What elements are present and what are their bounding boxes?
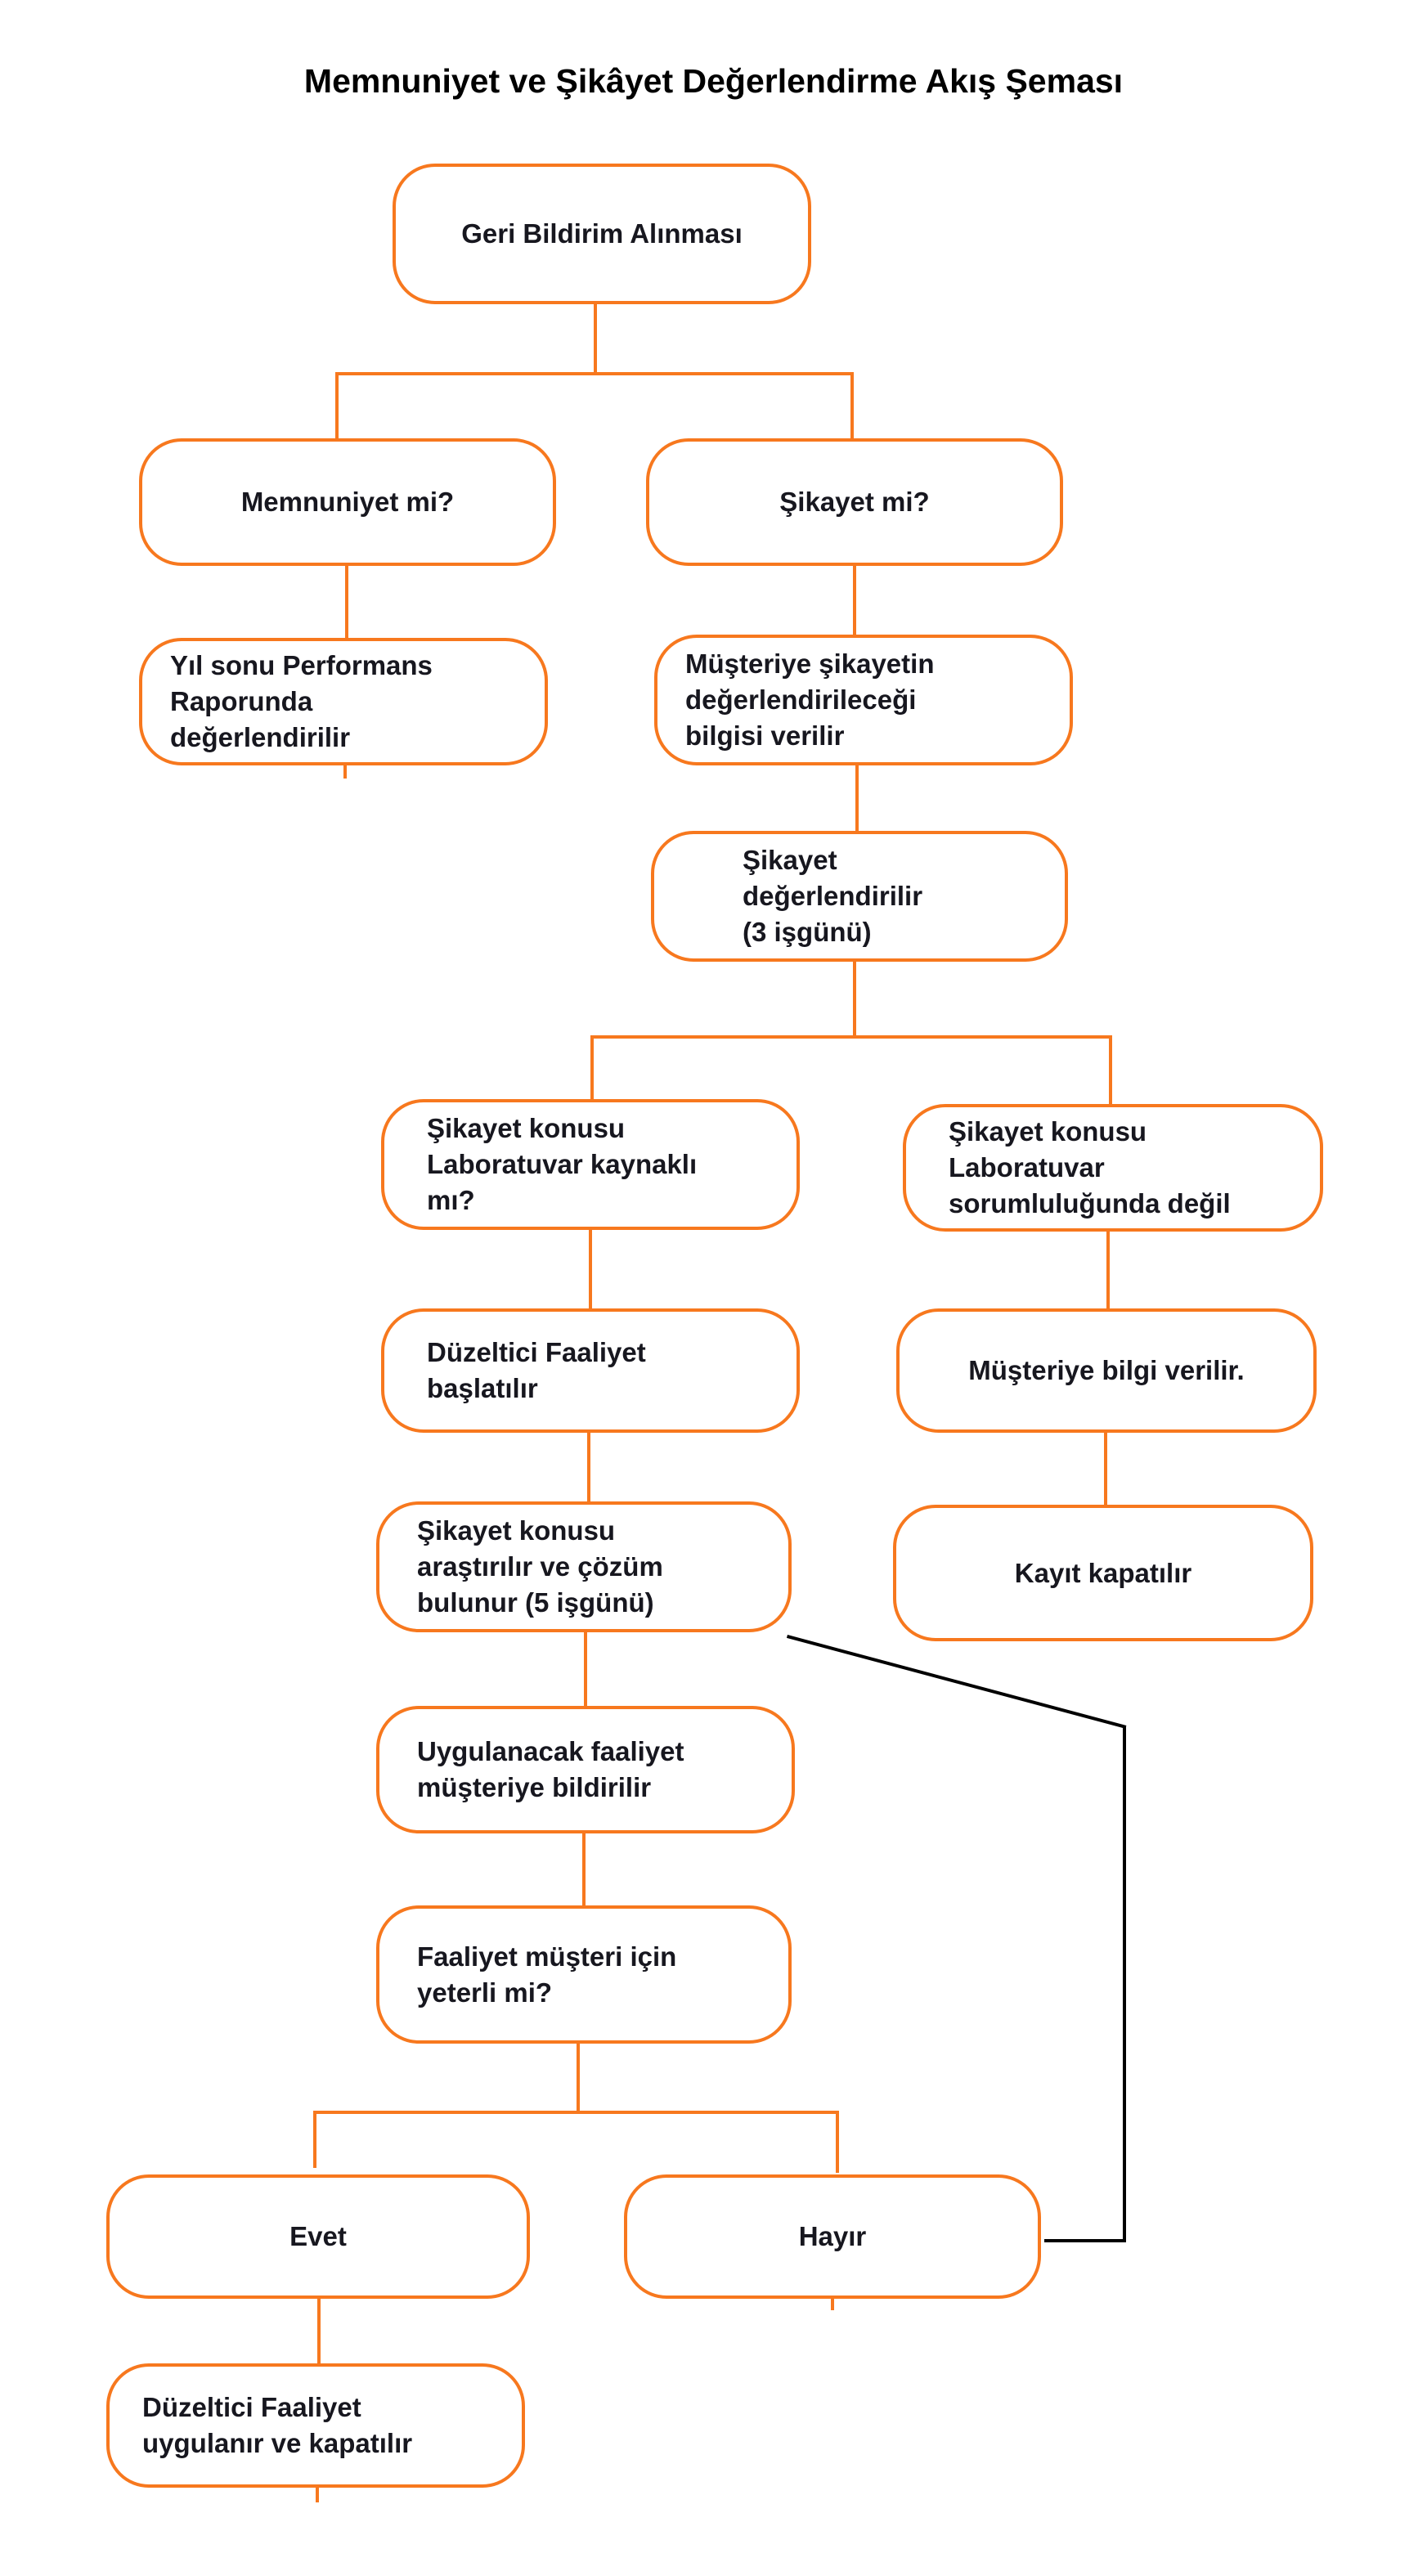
node-sikayet-mi: Şikayet mi? <box>646 438 1063 566</box>
node-label: Geri Bildirim Alınması <box>461 218 743 249</box>
connector-sorumluluk-down <box>1106 1232 1110 1308</box>
node-yil-sonu-performans: Yıl sonu Performans Raporunda değerlendi… <box>139 638 548 765</box>
node-label: Düzeltici Faaliyet başlatılır <box>427 1337 646 1403</box>
node-faaliyet-yeterli-mi: Faaliyet müşteri için yeterli mi? <box>376 1905 792 2044</box>
connector-d-down <box>853 962 856 1035</box>
node-label: Düzeltici Faaliyet uygulanır ve kapatılı… <box>142 2392 413 2458</box>
connector-evet-down <box>317 2299 321 2363</box>
connector-kaynakli-down <box>589 1230 592 1308</box>
node-label: Evet <box>289 2221 347 2251</box>
node-laboratuvar-kaynakli-mi: Şikayet konusu Laboratuvar kaynaklı mı? <box>381 1099 800 1230</box>
connector-split1-horizontal <box>335 372 854 375</box>
connector-split2-left-down <box>590 1035 594 1099</box>
connector-baslatilir-down <box>587 1433 590 1501</box>
connector-sikayet-down <box>853 566 856 635</box>
loopback-horizontal-line <box>1044 2239 1126 2242</box>
connector-split3-right-down <box>836 2111 839 2173</box>
node-label: Hayır <box>798 2221 867 2251</box>
node-label: Şikayet değerlendirilir (3 işgünü) <box>743 845 923 947</box>
connector-arastirilir-down <box>584 1632 587 1706</box>
node-label: Şikayet mi? <box>779 487 930 517</box>
connector-split3-horizontal <box>313 2111 839 2114</box>
node-hayir: Hayır <box>624 2174 1041 2299</box>
node-label: Müşteriye bilgi verilir. <box>968 1355 1245 1385</box>
connector-split1-left-down <box>335 372 339 438</box>
connector-split2-right-down <box>1109 1035 1112 1104</box>
loopback-vertical-line <box>1123 1727 1126 2242</box>
connector-memnuniyet-down <box>345 566 348 638</box>
node-sikayet-degerlendirilir: Şikayet değerlendirilir (3 işgünü) <box>651 831 1068 962</box>
node-sikayet-arastirilir: Şikayet konusu araştırılır ve çözüm bulu… <box>376 1501 792 1632</box>
node-memnuniyet-mi: Memnuniyet mi? <box>139 438 556 566</box>
node-label: Faaliyet müşteri için yeterli mi? <box>417 1941 677 2008</box>
connector-a-down <box>594 304 597 373</box>
node-label: Memnuniyet mi? <box>240 487 455 517</box>
connector-hayir-stub <box>831 2299 834 2310</box>
page-title: Memnuniyet ve Şikâyet Değerlendirme Akış… <box>303 62 1124 100</box>
node-label: Yıl sonu Performans Raporunda değerlendi… <box>170 650 433 752</box>
connector-bilgi-down <box>1104 1433 1107 1505</box>
node-label: Şikayet konusu araştırılır ve çözüm bulu… <box>417 1515 663 1618</box>
node-duzeltici-uygulanir-kapatilir: Düzeltici Faaliyet uygulanır ve kapatılı… <box>106 2363 525 2488</box>
connector-musteriye-down <box>855 765 859 831</box>
node-geri-bildirim: Geri Bildirim Alınması <box>393 164 811 304</box>
node-label: Kayıt kapatılır <box>1014 1557 1192 1588</box>
connector-yil-sonu-stub <box>343 765 347 779</box>
node-laboratuvar-sorumlulugunda-degil: Şikayet konusu Laboratuvar sorumluluğund… <box>903 1104 1323 1232</box>
node-uygulanacak-faaliyet: Uygulanacak faaliyet müşteriye bildirili… <box>376 1706 795 1833</box>
connector-split3-left-down <box>313 2111 316 2168</box>
node-musteriye-sikayetin: Müşteriye şikayetin değerlendirileceği b… <box>654 635 1073 765</box>
connector-split2-horizontal <box>590 1035 1112 1039</box>
connector-split1-right-down <box>850 372 854 438</box>
node-evet: Evet <box>106 2174 530 2299</box>
connector-yeterli-down <box>577 2044 580 2114</box>
node-duzeltici-faaliyet-baslatilir: Düzeltici Faaliyet başlatılır <box>381 1308 800 1433</box>
loopback-diagonal-line <box>786 1635 1127 1729</box>
connector-uygulanacak-down <box>582 1833 586 1905</box>
node-label: Uygulanacak faaliyet müşteriye bildirili… <box>417 1736 684 1802</box>
node-musteriye-bilgi-verilir: Müşteriye bilgi verilir. <box>896 1308 1317 1433</box>
node-label: Şikayet konusu Laboratuvar kaynaklı mı? <box>427 1113 698 1215</box>
connector-final-stub <box>316 2488 319 2502</box>
node-label: Şikayet konusu Laboratuvar sorumluluğund… <box>949 1116 1231 1218</box>
node-kayit-kapatilir: Kayıt kapatılır <box>893 1505 1313 1641</box>
node-label: Müşteriye şikayetin değerlendirileceği b… <box>685 648 935 751</box>
